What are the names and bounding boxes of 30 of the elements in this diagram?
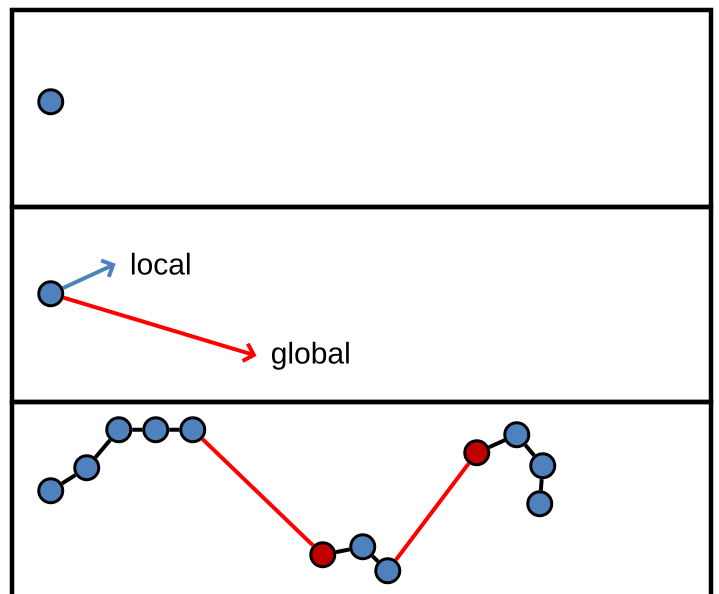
connector-line	[394, 462, 470, 562]
arrow	[63, 296, 257, 363]
connector-line	[169, 428, 180, 432]
connector-line	[371, 554, 380, 563]
connector-line	[524, 444, 536, 457]
bead	[142, 416, 170, 444]
connector-line	[488, 438, 506, 450]
bead	[526, 490, 554, 518]
bead	[463, 439, 490, 466]
bead	[309, 541, 336, 568]
bead	[37, 88, 64, 116]
panel	[10, 400, 714, 594]
connector-line	[132, 428, 142, 432]
bead	[37, 477, 64, 504]
connector-line	[201, 438, 314, 547]
bead	[37, 280, 64, 308]
connector-line	[94, 438, 112, 459]
connector-line	[61, 473, 76, 486]
bead	[503, 421, 530, 448]
bead	[179, 416, 206, 444]
connector-line	[538, 479, 544, 490]
text-label: global	[272, 342, 349, 370]
bead	[529, 452, 556, 480]
bead	[105, 416, 132, 444]
bead	[73, 454, 100, 482]
connector-line	[336, 547, 350, 554]
bead	[374, 557, 402, 584]
text-label: local	[132, 252, 190, 275]
bead	[349, 533, 376, 560]
arrow	[62, 258, 116, 290]
